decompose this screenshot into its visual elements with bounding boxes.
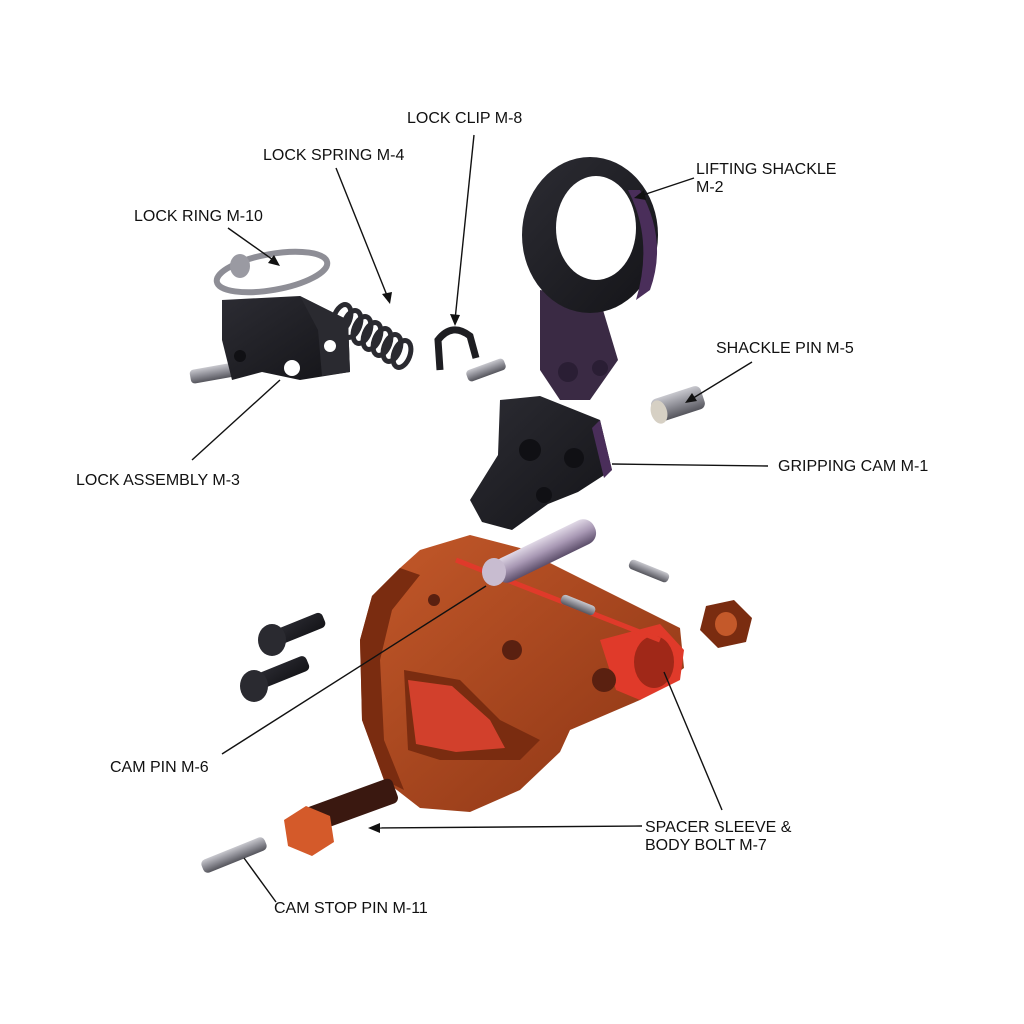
cam-pin-label: CAM PIN M-6	[110, 759, 209, 776]
cam-pin-part	[482, 519, 597, 586]
lifting-shackle-label-line2: M-2	[696, 179, 724, 196]
lock-ring-label: LOCK RING M-10	[134, 208, 263, 225]
lock-ring-part	[213, 248, 331, 296]
hex-nut-part	[700, 600, 752, 648]
lifting-shackle-label-line1: LIFTING SHACKLE	[696, 161, 837, 178]
lifting-shackle-label: LIFTING SHACKLE M-2	[696, 161, 836, 197]
spacer-sleeve-label-line2: BODY BOLT M-7	[645, 837, 767, 854]
small-pins-part	[560, 559, 670, 616]
shackle-pin-label: SHACKLE PIN M-5	[716, 340, 854, 357]
shackle-pin-part	[650, 386, 705, 424]
lock-assembly-label: LOCK ASSEMBLY M-3	[76, 472, 240, 489]
gripping-cam-part	[470, 396, 612, 530]
leader-lines	[191, 134, 769, 903]
main-body-part	[360, 535, 684, 812]
lock-spring-label: LOCK SPRING M-4	[263, 147, 405, 164]
lock-clip-part	[434, 326, 506, 382]
lock-spring-part	[330, 302, 414, 370]
body-bolt-part	[284, 778, 398, 856]
cam-stop-pin-label: CAM STOP PIN M-11	[274, 900, 428, 917]
lock-assembly-part	[189, 296, 350, 384]
spacer-sleeve-label: SPACER SLEEVE & BODY BOLT M-7	[645, 819, 791, 855]
lifting-shackle-part	[522, 157, 658, 400]
lock-clip-label: LOCK CLIP M-8	[407, 110, 523, 127]
gripping-cam-label: GRIPPING CAM M-1	[778, 458, 929, 475]
side-bolts-part	[240, 612, 326, 702]
spacer-sleeve-label-line1: SPACER SLEEVE &	[645, 819, 792, 836]
cam-stop-pin-part	[201, 837, 267, 873]
